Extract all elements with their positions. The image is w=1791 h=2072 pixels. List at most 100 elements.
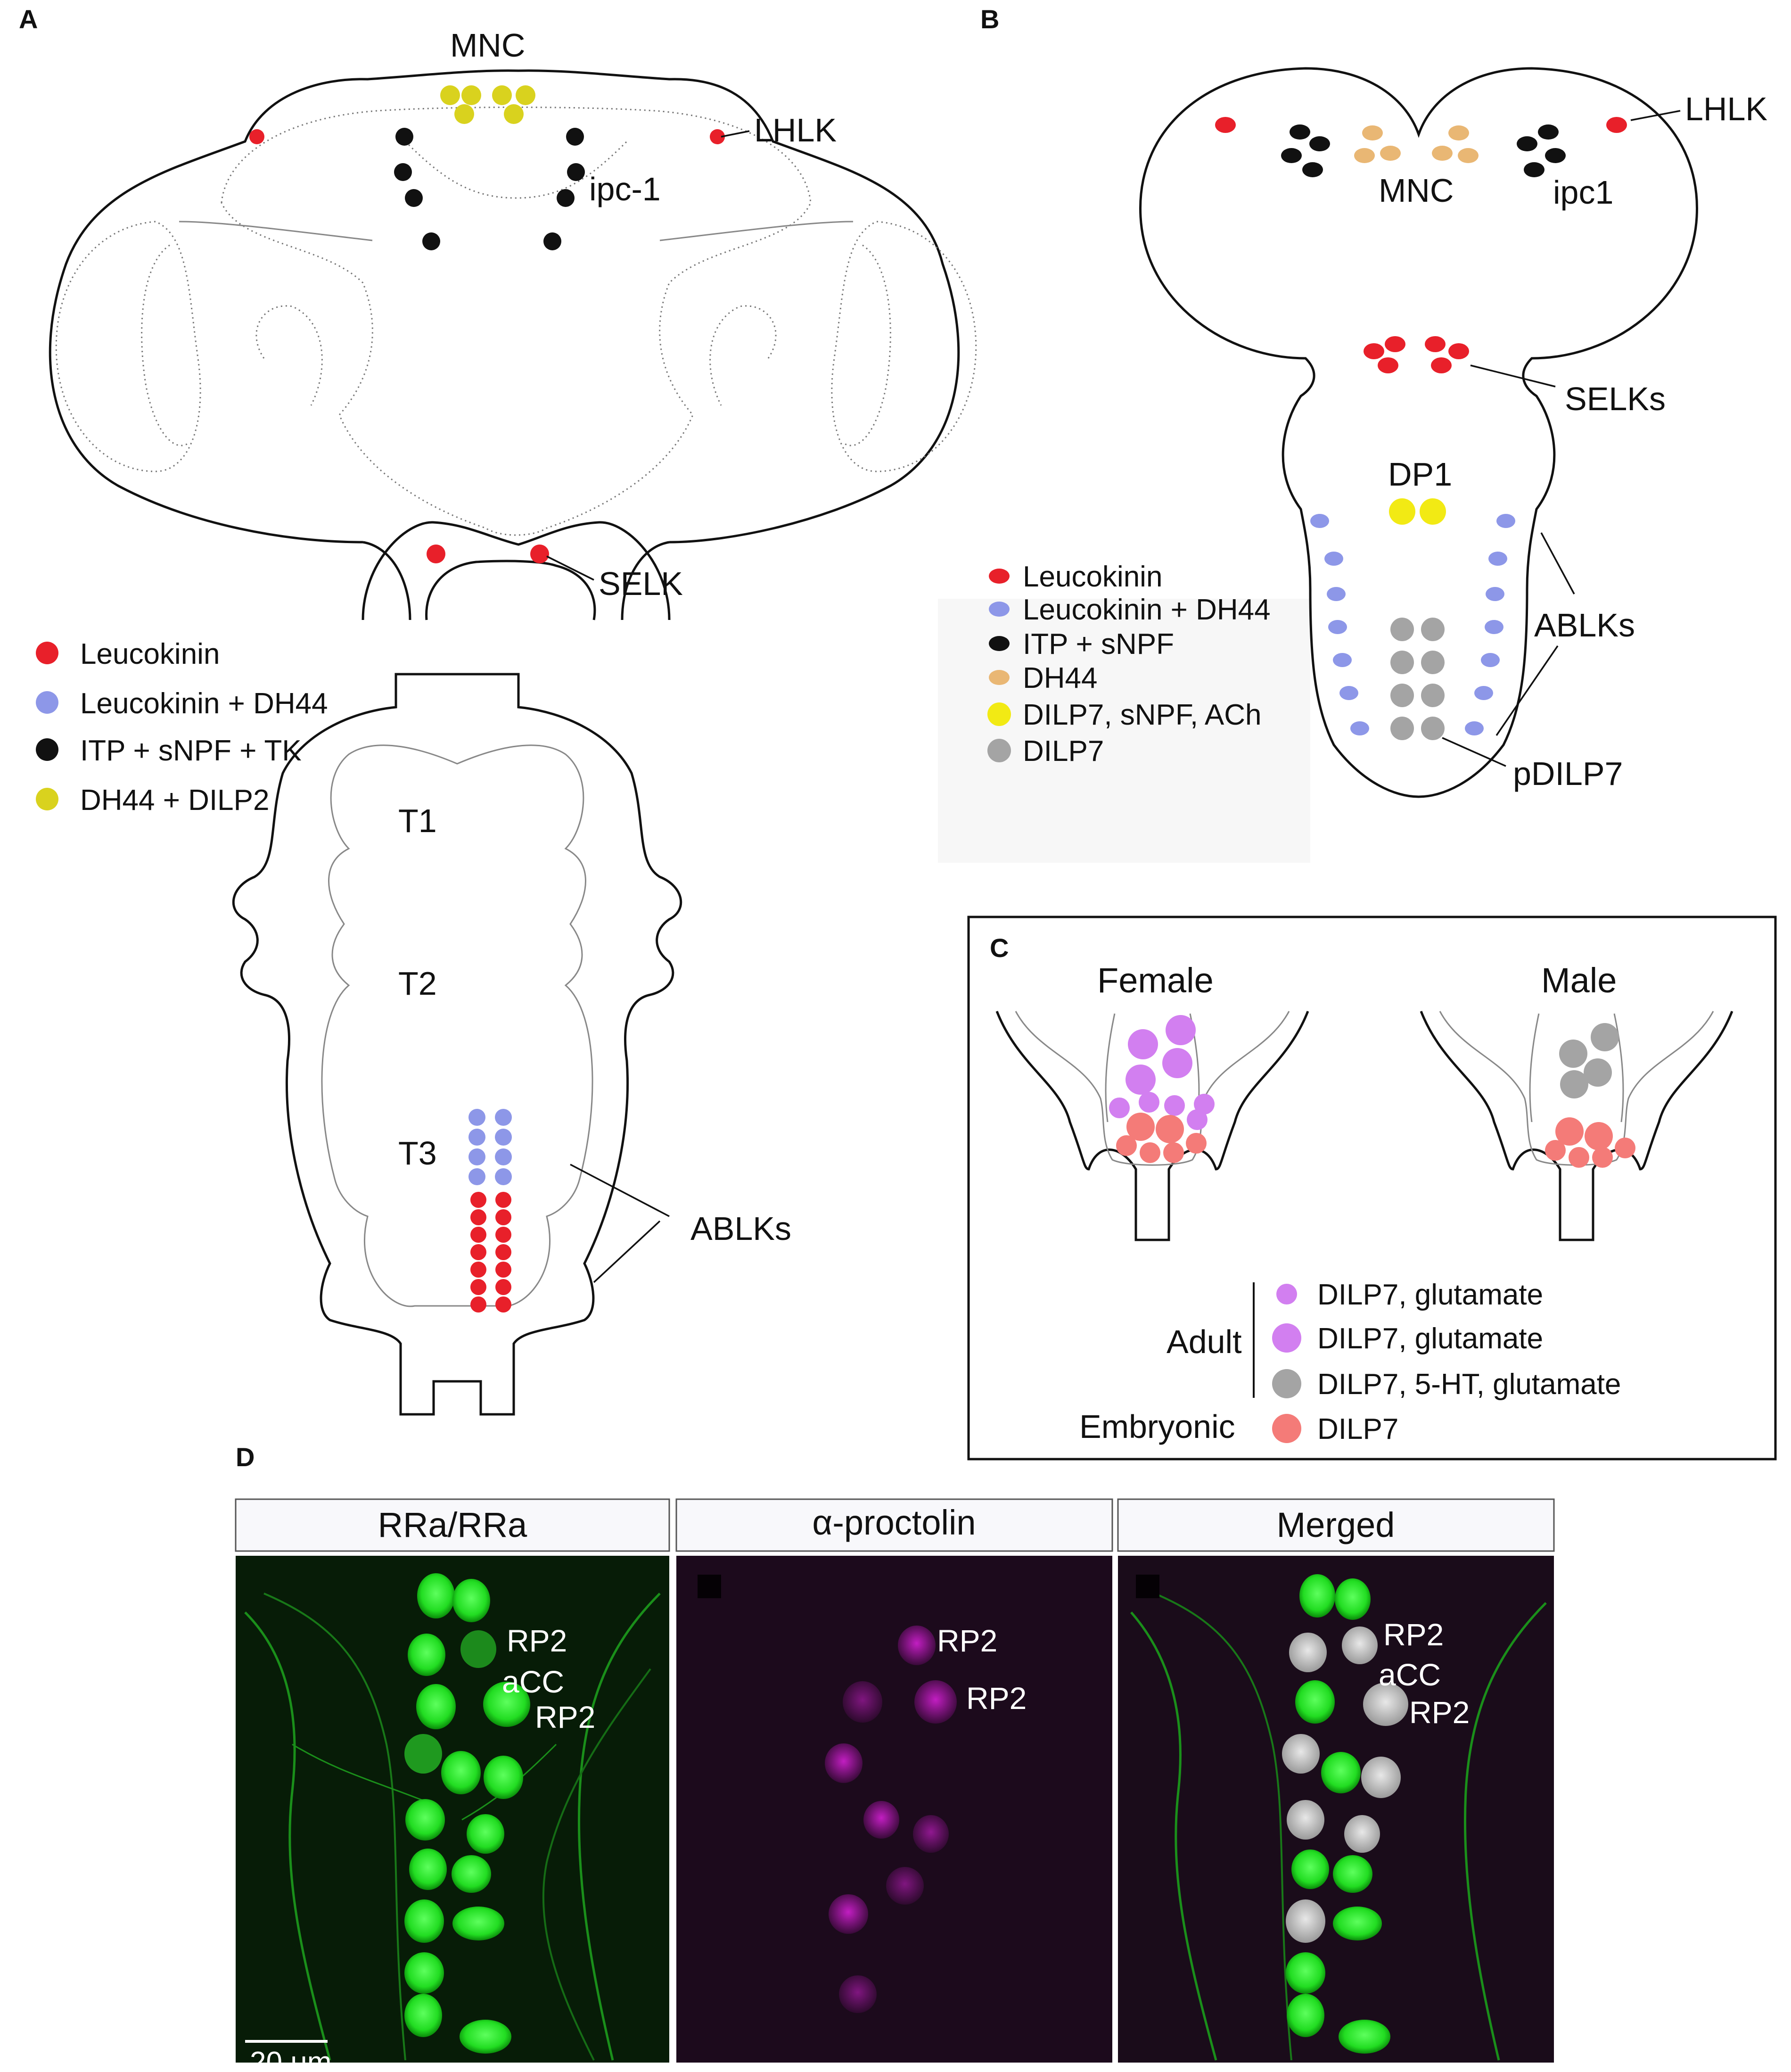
b-ablks-label: ABLKs (1534, 607, 1635, 644)
b-ablk-cluster (1310, 514, 1515, 735)
ablks-a-label: ABLKs (690, 1210, 791, 1247)
panel-b: B (938, 4, 1767, 863)
legend-a-swatch-4 (36, 788, 58, 810)
legend-b-swatch-6 (987, 739, 1011, 762)
header-rra (235, 1498, 670, 1552)
header-merged (1117, 1498, 1555, 1552)
female-vnc-inner (1015, 1011, 1290, 1166)
panel-c-frame (967, 916, 1777, 1461)
male-adult-grey (1559, 1023, 1619, 1098)
b-pdilp7-label: pDILP7 (1513, 755, 1623, 792)
optic-lobe-right-inner (843, 244, 891, 446)
legend-b-item-4: DH44 (1023, 662, 1098, 694)
b-lhlk-left (1215, 117, 1236, 133)
male-embryonic (1545, 1117, 1635, 1168)
legend-a-swatch-3 (36, 738, 58, 761)
esophagus-right (621, 541, 670, 620)
female-vnc-core (1105, 1013, 1116, 1123)
ablk-a-leader-2 (593, 1220, 661, 1283)
rra-label-acc: aCC (502, 1664, 564, 1699)
b-ipc-label: ipc1 (1553, 174, 1613, 211)
micrograph-green (236, 1556, 669, 2063)
legend-b-item-6: DILP7 (1023, 735, 1104, 768)
male-vnc-outline (1420, 1011, 1733, 1241)
female-label: Female (1097, 961, 1214, 1000)
panel-d: D RRa/RRa α-proctolin Merged (235, 1442, 1555, 2072)
b-dp1-label: DP1 (1388, 456, 1452, 493)
header-merged-label: Merged (1277, 1505, 1395, 1544)
header-rra-label: RRa/RRa (378, 1505, 527, 1544)
b-lhlk-right (1606, 117, 1627, 133)
b-selks-label: SELKs (1565, 380, 1666, 417)
legend-b-swatch-4 (989, 670, 1010, 685)
selk-neuron-right (530, 545, 549, 563)
mnc-cluster (440, 85, 535, 124)
legend-b-item-1: Leucokinin (1023, 561, 1162, 593)
b-pdilp7-cluster (1390, 618, 1445, 740)
lhlk-neuron-right (710, 129, 725, 144)
b-lhlk-label: LHLK (1685, 91, 1767, 127)
b-lhlk-leader (1630, 110, 1681, 121)
b-mnc-label: MNC (1379, 172, 1454, 209)
b-ipc-cluster (1281, 124, 1566, 177)
b-selk-leader (1470, 364, 1556, 388)
merged-label-acc: aCC (1379, 1657, 1441, 1692)
t2-label: T2 (398, 965, 437, 1002)
proctolin-label-rp2-1: RP2 (937, 1623, 997, 1658)
legend-c-swatch-3 (1272, 1369, 1301, 1398)
legend-b-swatch-5 (987, 702, 1011, 726)
legend-a-item-4: DH44 + DILP2 (80, 784, 270, 817)
b-pdilp7-leader (1442, 737, 1506, 767)
ablk-a-leader-1 (570, 1164, 670, 1217)
rra-label-rp2-1: RP2 (507, 1623, 567, 1658)
panel-a-letter: A (19, 4, 38, 34)
esophagus-inner (425, 560, 596, 620)
legend-a-swatch-2 (36, 691, 58, 714)
female-embryonic (1116, 1113, 1207, 1163)
male-vnc-core (1529, 1013, 1540, 1123)
legend-c-item-4: DILP7 (1317, 1413, 1398, 1445)
rra-label-rp2-2: RP2 (535, 1700, 595, 1734)
legend-c-item-1: DILP7, glutamate (1317, 1279, 1543, 1311)
vnc-abk-blue (468, 1109, 512, 1185)
b-dp1-left (1389, 498, 1415, 525)
brain-outline (361, 521, 671, 620)
optic-lobe-right (831, 221, 977, 472)
central-brain-dotted (221, 107, 812, 536)
legend-c-swatch-2 (1272, 1323, 1301, 1353)
vnc-abk-red (470, 1192, 511, 1313)
micrograph-merged (1118, 1556, 1554, 2063)
female-vnc-outline (995, 1011, 1309, 1241)
b-selk-cluster (1364, 336, 1469, 373)
panel-d-letter: D (236, 1442, 255, 1472)
larval-cns-outline (1139, 67, 1698, 798)
legend-b-item-5: DILP7, sNPF, ACh (1023, 699, 1262, 731)
mushroom-right (659, 221, 854, 241)
lhlk-leader (721, 130, 750, 138)
legend-b: Leucokinin Leucokinin + DH44 ITP + sNPF … (987, 561, 1271, 768)
mnc-label: MNC (450, 27, 525, 64)
selk-neuron-left (427, 545, 445, 563)
vnc-outline (232, 673, 682, 1416)
lhlk-label: LHLK (754, 112, 837, 149)
legend-b-swatch-2 (989, 602, 1010, 617)
scale-bar-label: 20 μm (250, 2046, 332, 2072)
legend-b-swatch-3 (989, 636, 1010, 651)
header-proctolin (675, 1498, 1113, 1552)
legend-a-item-1: Leucokinin (80, 638, 220, 670)
b-dp1-right (1420, 498, 1446, 525)
b-ablk-leader-1 (1540, 532, 1575, 594)
legend-a-swatch-1 (36, 642, 58, 664)
b-ablk-leader-2 (1495, 645, 1559, 736)
header-proctolin-label: α-proctolin (812, 1503, 976, 1542)
pars-intercerebralis (404, 140, 628, 199)
panel-a: A MN (19, 4, 977, 1416)
lateral-lobe-left (255, 305, 323, 406)
embryonic-label: Embryonic (1079, 1408, 1235, 1445)
legend-c-swatch-1 (1276, 1284, 1297, 1304)
mushroom-left (179, 221, 373, 241)
panel-b-letter: B (980, 4, 999, 34)
panel-c: C Female Male (967, 916, 1777, 1461)
legend-b-item-3: ITP + sNPF (1023, 628, 1174, 660)
optic-lobe-left-inner (141, 244, 189, 446)
